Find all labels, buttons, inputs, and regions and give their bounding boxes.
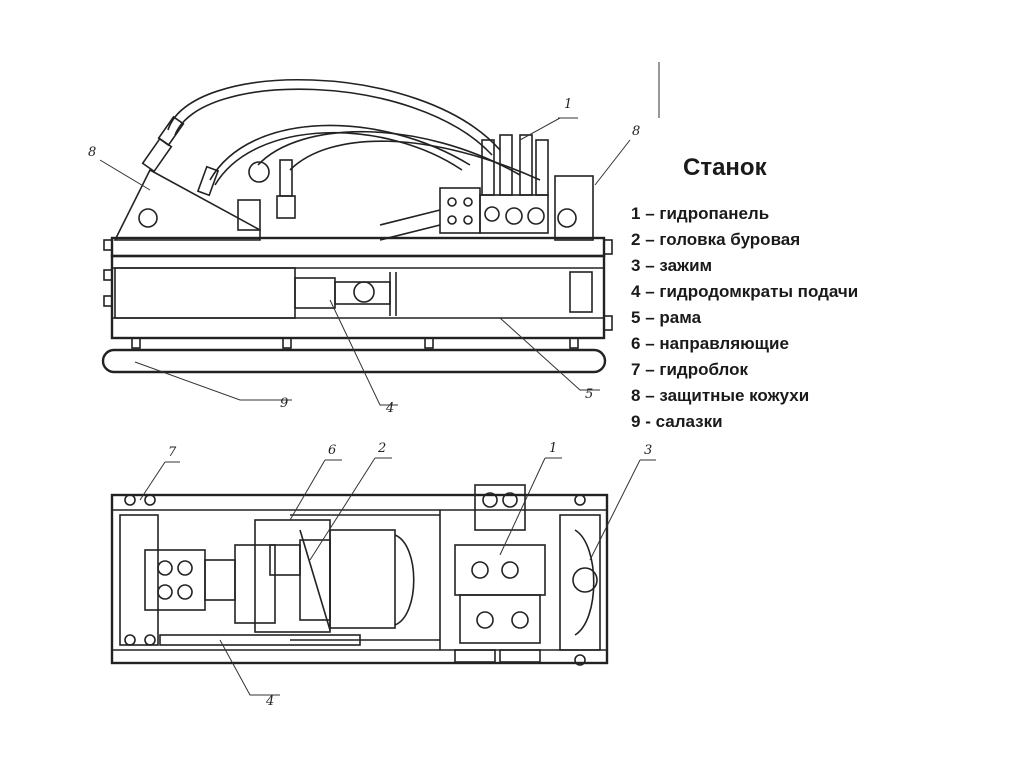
legend-item: 9 - салазки xyxy=(631,412,723,431)
callout-plan-7: 7 xyxy=(168,445,177,460)
callout-side-5: 5 xyxy=(585,387,593,402)
callout-plan-2: 2 xyxy=(377,441,386,456)
plan-view: 7 6 2 1 3 4 xyxy=(110,441,656,709)
callout-side-8-right: 8 xyxy=(632,124,640,139)
callout-side-9: 9 xyxy=(280,396,288,411)
legend-list: 1 – гидропанель 2 – головка буровая 3 – … xyxy=(631,201,858,435)
callout-side-1: 1 xyxy=(564,97,572,112)
legend-item: 1 – гидропанель xyxy=(631,204,770,223)
callout-side-4: 4 xyxy=(385,401,394,416)
callout-plan-4: 4 xyxy=(265,694,274,709)
legend-item: 3 – зажим xyxy=(631,256,713,275)
legend-item: 8 – защитные кожухи xyxy=(631,386,810,405)
callout-plan-6: 6 xyxy=(328,443,336,458)
callout-plan-3: 3 xyxy=(644,443,652,458)
legend-title: Станок xyxy=(683,154,767,181)
legend-item: 5 – рама xyxy=(631,308,702,327)
callout-side-8-left: 8 xyxy=(88,145,96,160)
legend-item: 6 – направляющие xyxy=(631,334,789,353)
legend-item: 4 – гидродомкраты подачи xyxy=(631,282,859,301)
legend-item: 2 – головка буровая xyxy=(631,230,801,249)
legend-item: 7 – гидроблок xyxy=(631,360,749,379)
callout-plan-1: 1 xyxy=(549,441,557,456)
side-view: 1 8 8 9 4 5 xyxy=(88,62,660,416)
